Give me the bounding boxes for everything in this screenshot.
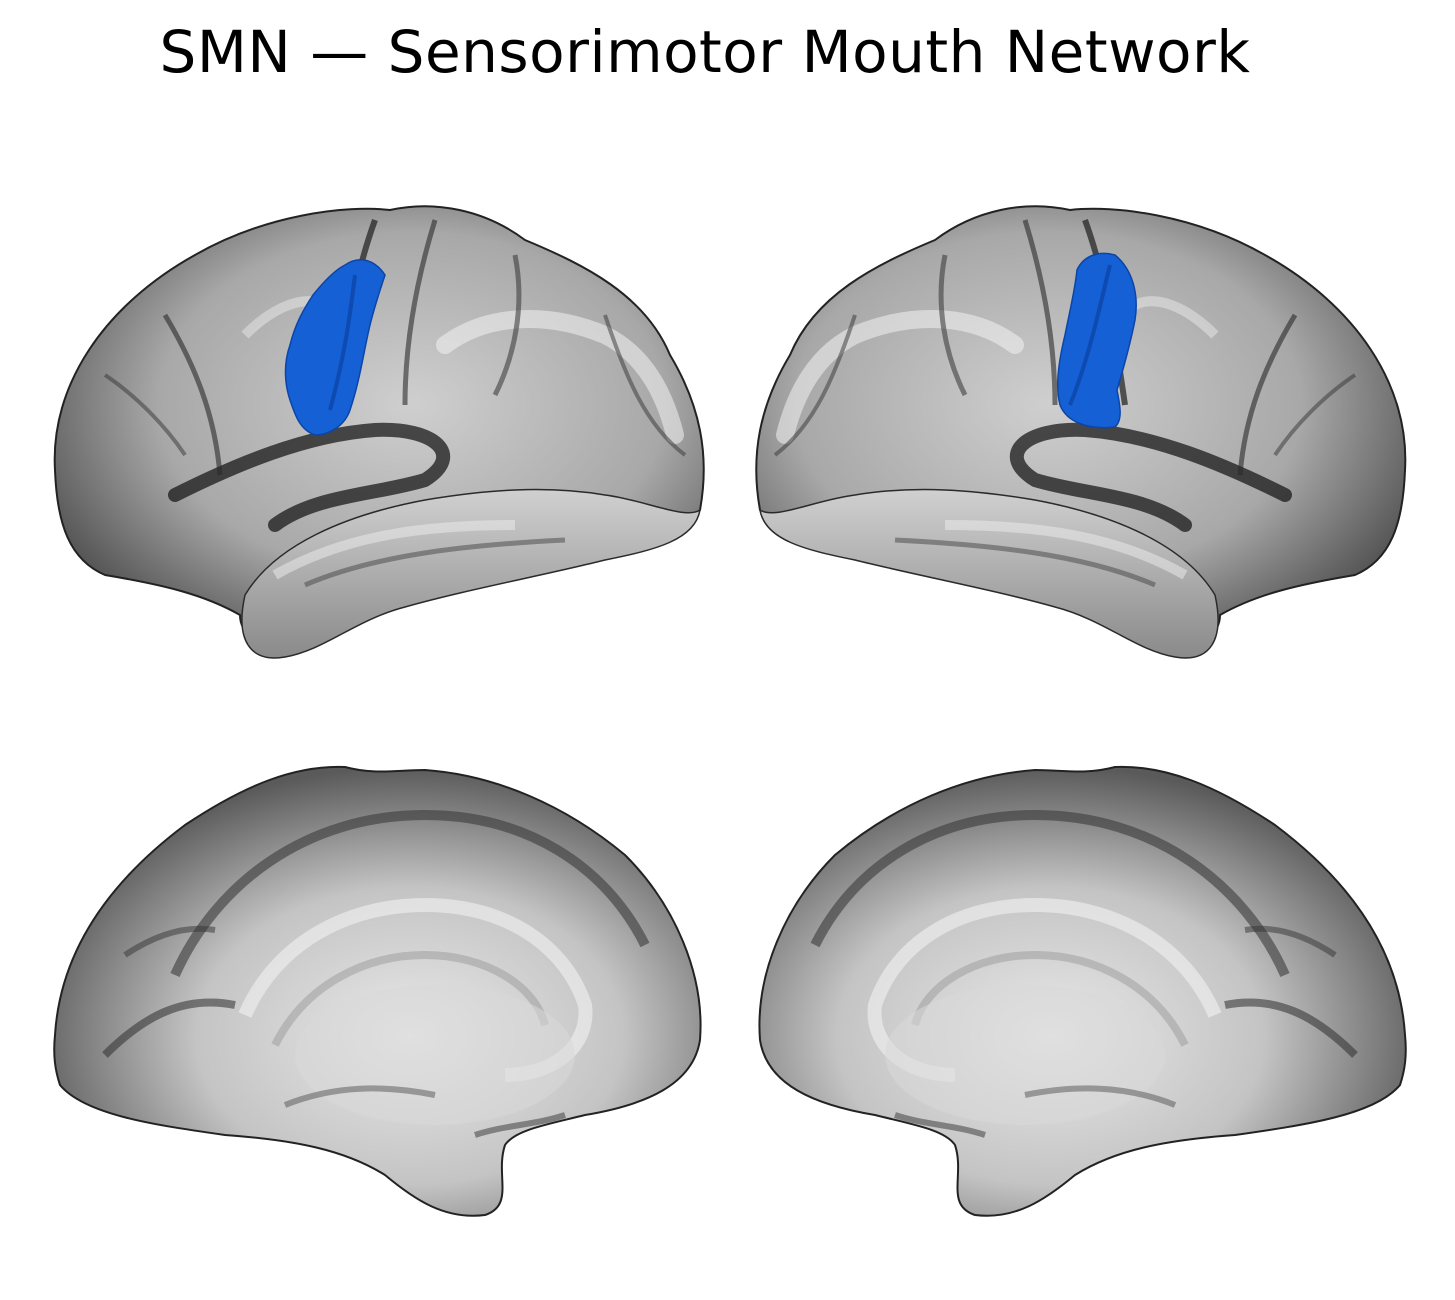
right-hemisphere-lateral-view [745, 195, 1415, 675]
temporal-lobe [241, 488, 702, 659]
figure-title: SMN — Sensorimotor Mouth Network [159, 18, 1251, 86]
left-hemisphere-medial-view [45, 755, 715, 1235]
left-hemisphere-lateral-view [45, 195, 715, 675]
right-hemisphere-medial-view [745, 755, 1415, 1235]
temporal-lobe [758, 488, 1219, 659]
smn-region [284, 259, 386, 436]
